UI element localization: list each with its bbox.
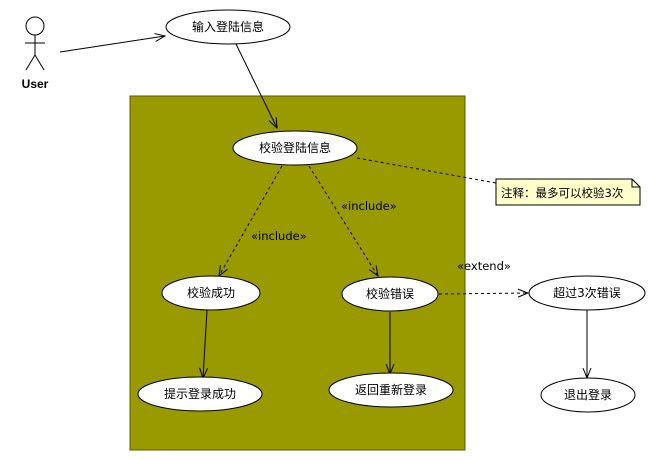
extend-label: «extend» xyxy=(457,259,511,273)
usecase-exit-login-label: 退出登录 xyxy=(564,387,612,402)
usecase-verify-success[interactable]: 校验成功 xyxy=(161,275,261,311)
actor-right-leg xyxy=(34,54,45,71)
include-right-label: «include» xyxy=(341,199,397,213)
usecase-verify-error-label: 校验错误 xyxy=(366,286,414,301)
flow-input-to-verify xyxy=(235,43,277,128)
include-to-error xyxy=(308,165,378,276)
association-user-input xyxy=(59,36,165,53)
note-fold xyxy=(631,179,640,188)
usecase-prompt-success[interactable]: 提示登录成功 xyxy=(137,376,263,412)
note-text: 注释：最多可以校验3次 xyxy=(501,186,624,200)
usecase-return-relogin-label: 返回重新登录 xyxy=(355,382,427,397)
usecase-exit-login[interactable]: 退出登录 xyxy=(540,377,636,413)
usecase-verify-success-label: 校验成功 xyxy=(187,285,235,300)
include-left-label: «include» xyxy=(251,229,307,243)
actor-label: User xyxy=(22,77,49,91)
note[interactable]: 注释：最多可以校验3次 xyxy=(495,178,641,206)
usecase-input-login-label: 输入登陆信息 xyxy=(192,19,264,34)
usecase-return-relogin[interactable]: 返回重新登录 xyxy=(328,372,454,408)
usecase-verify-error[interactable]: 校验错误 xyxy=(341,276,439,312)
usecase-over-three-errors[interactable]: 超过3次错误 xyxy=(528,275,646,311)
usecase-prompt-success-label: 提示登录成功 xyxy=(164,386,236,401)
usecase-verify-login-label: 校验登陆信息 xyxy=(259,140,331,155)
note-shape xyxy=(495,178,641,206)
flow-success-to-prompt xyxy=(203,309,207,378)
usecase-verify-login[interactable]: 校验登陆信息 xyxy=(232,130,358,166)
actor-left-leg xyxy=(25,54,36,71)
actor-user[interactable]: User xyxy=(22,16,49,91)
usecase-over-three-errors-label: 超过3次错误 xyxy=(553,285,621,300)
actor-head xyxy=(25,16,45,36)
usecase-input-login[interactable]: 输入登陆信息 xyxy=(165,9,291,45)
extend-error-to-over xyxy=(438,293,528,294)
